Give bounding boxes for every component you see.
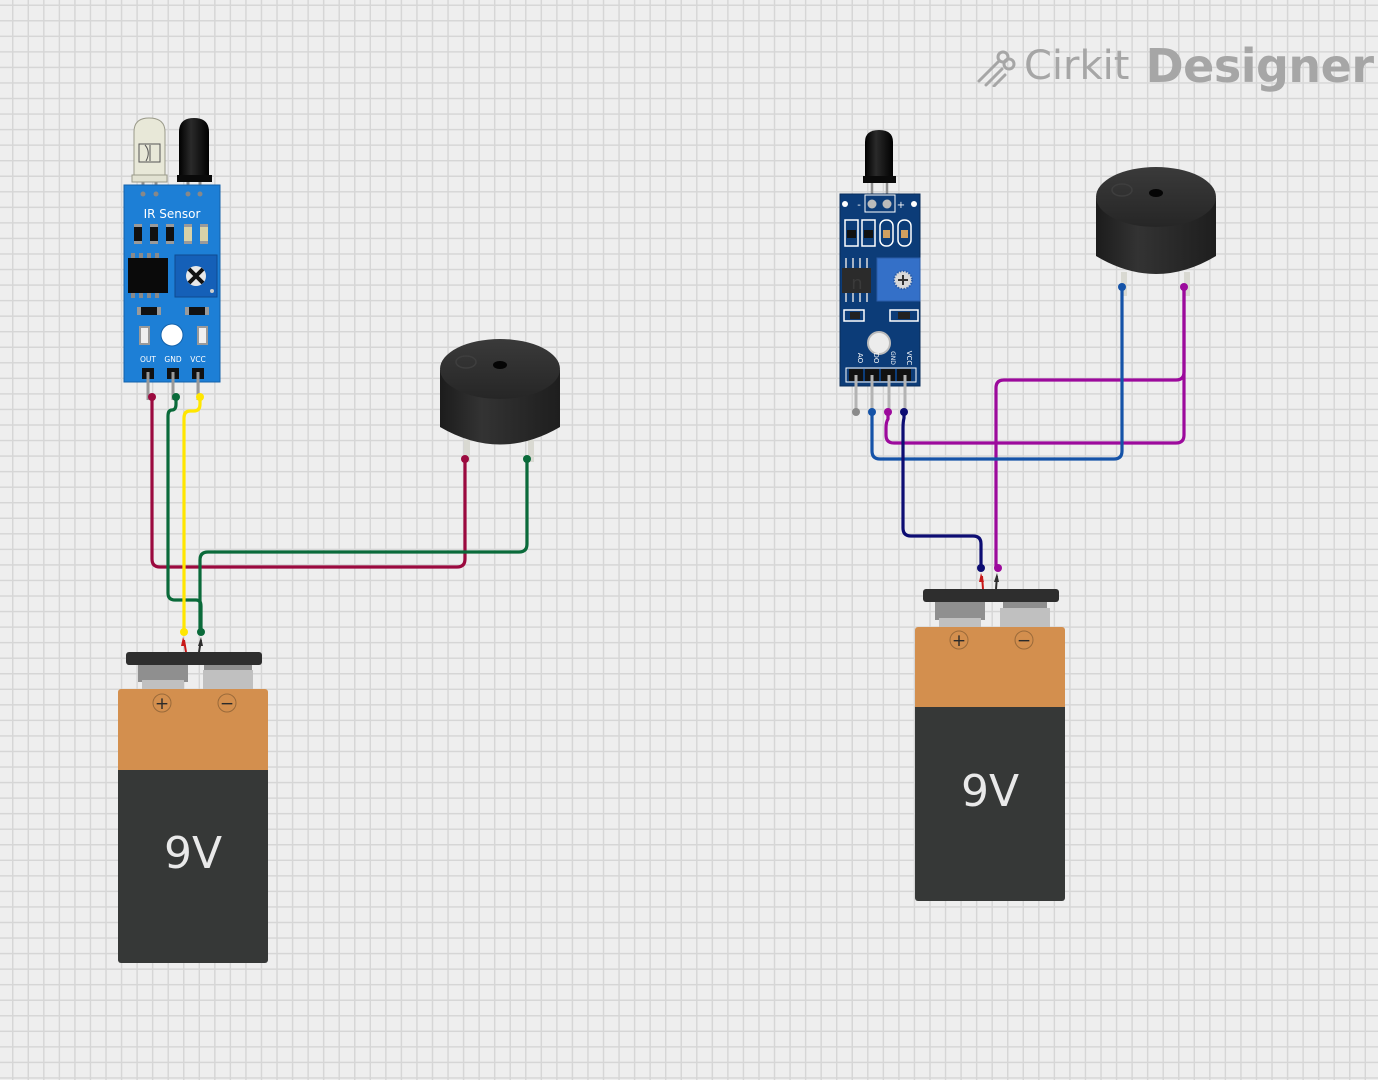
- pin-label-gnd: GND: [889, 351, 896, 365]
- wire-endpoint[interactable]: [1180, 283, 1188, 291]
- wire-magenta-buzzer-to-battery[interactable]: [994, 285, 1186, 570]
- wire-endpoint[interactable]: [884, 408, 892, 416]
- minus-terminal-symbol: −: [1017, 631, 1031, 651]
- wire-magenta-gnd-to-buzzer[interactable]: [884, 285, 1186, 445]
- smd-resistors: [137, 307, 209, 315]
- smd-resistors: [843, 309, 919, 322]
- smd-components: [844, 219, 912, 247]
- smd-components: [134, 224, 208, 244]
- wire-endpoint[interactable]: [148, 393, 156, 401]
- flame-sensor-module[interactable]: - + n: [839, 130, 921, 410]
- buzzer-right[interactable]: [1096, 167, 1216, 296]
- wire-endpoint[interactable]: [197, 628, 205, 636]
- header-minus-label: -: [857, 200, 861, 211]
- wire-endpoint[interactable]: [994, 564, 1002, 572]
- plus-terminal-symbol: +: [155, 694, 169, 714]
- plus-terminal-symbol: +: [952, 631, 966, 651]
- ir-sensor-module[interactable]: IR Sensor: [123, 117, 221, 400]
- buzzer-left[interactable]: [440, 339, 560, 462]
- pin-label-ao: AO: [856, 353, 864, 364]
- comparator-ic: [128, 253, 168, 298]
- pin-label-do: DO: [872, 353, 880, 364]
- wire-green-buzzer-to-battery[interactable]: [198, 457, 529, 632]
- pin-label-gnd: GND: [164, 355, 181, 364]
- svg-text:n: n: [851, 273, 862, 294]
- battery-snap-leads-left: [181, 637, 203, 653]
- circuit-traces-icon: [977, 50, 1016, 87]
- wire-endpoint[interactable]: [172, 393, 180, 401]
- ir-receiver-led: [177, 118, 212, 182]
- pin-label-vcc: VCC: [905, 351, 913, 366]
- wire-endpoint[interactable]: [900, 408, 908, 416]
- battery-right[interactable]: + − 9V: [915, 589, 1065, 901]
- wire-navy-vcc-to-battery[interactable]: [901, 410, 983, 570]
- brand-product: Designer: [1145, 39, 1374, 93]
- wire-endpoint[interactable]: [1118, 283, 1126, 291]
- pin-label-vcc: VCC: [190, 355, 206, 364]
- wire-endpoint[interactable]: [523, 455, 531, 463]
- cirkit-designer-logo: Cirkit Designer: [976, 38, 1374, 94]
- potentiometer[interactable]: [876, 257, 921, 302]
- battery-left[interactable]: + − 9V: [118, 652, 268, 963]
- wire-endpoint[interactable]: [977, 564, 985, 572]
- battery-voltage-label: 9V: [961, 766, 1019, 817]
- header-plus-label: +: [897, 200, 905, 211]
- brand-name: Cirkit: [1024, 43, 1130, 89]
- ir-sensor-label: IR Sensor: [144, 207, 201, 221]
- comparator-ic: n: [842, 258, 871, 302]
- flame-sensor-led: [863, 130, 896, 183]
- wire-endpoint[interactable]: [180, 628, 188, 636]
- wire-endpoint[interactable]: [868, 408, 876, 416]
- wire-yellow-vcc-to-battery[interactable]: [182, 395, 202, 634]
- battery-snap-leads-right: [979, 573, 999, 590]
- wire-blue-do-to-buzzer[interactable]: [870, 285, 1124, 461]
- potentiometer[interactable]: [174, 254, 218, 298]
- battery-voltage-label: 9V: [164, 828, 222, 879]
- wire-endpoint[interactable]: [196, 393, 204, 401]
- wire-endpoint[interactable]: [852, 408, 860, 416]
- ir-emitter-led: [131, 117, 168, 183]
- pin-label-out: OUT: [140, 355, 156, 364]
- minus-terminal-symbol: −: [220, 694, 234, 714]
- wire-maroon-out-to-buzzer[interactable]: [150, 395, 467, 569]
- wire-endpoint[interactable]: [461, 455, 469, 463]
